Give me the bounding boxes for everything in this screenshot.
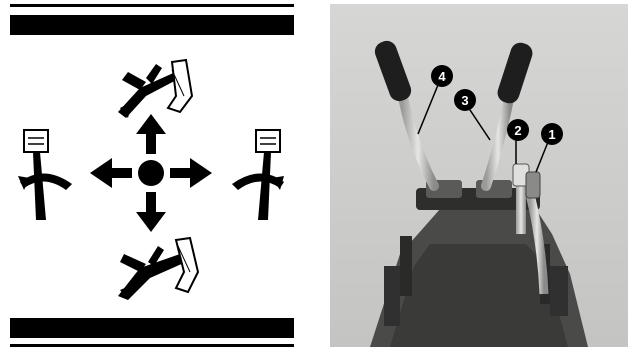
- callout-3-label: 3: [461, 93, 468, 108]
- swing-right-icon: [232, 130, 284, 220]
- callout-2-label: 2: [514, 123, 521, 138]
- callout-1: 1: [541, 123, 563, 145]
- callout-4-label: 4: [438, 69, 446, 84]
- bottom-thin-bar: [10, 344, 294, 347]
- boom-down-excavator-icon: [118, 238, 198, 300]
- bottom-thick-bar: [10, 318, 294, 338]
- callout-1-label: 1: [548, 127, 555, 142]
- lever-photo: 4 3 2 1: [330, 4, 628, 347]
- boom-up-excavator-icon: [118, 60, 192, 118]
- arrow-left-icon: [90, 158, 132, 188]
- callout-2: 2: [507, 119, 529, 141]
- control-pattern-diagram: [0, 0, 300, 350]
- swing-left-icon: [18, 130, 72, 220]
- callout-3: 3: [454, 89, 476, 111]
- arrow-right-icon: [170, 158, 212, 188]
- top-thin-bar: [10, 4, 294, 7]
- callout-4: 4: [431, 65, 453, 87]
- top-thick-bar: [10, 15, 294, 35]
- center-dot: [138, 160, 164, 186]
- arrow-up-icon: [136, 114, 166, 154]
- arrow-down-icon: [136, 192, 166, 232]
